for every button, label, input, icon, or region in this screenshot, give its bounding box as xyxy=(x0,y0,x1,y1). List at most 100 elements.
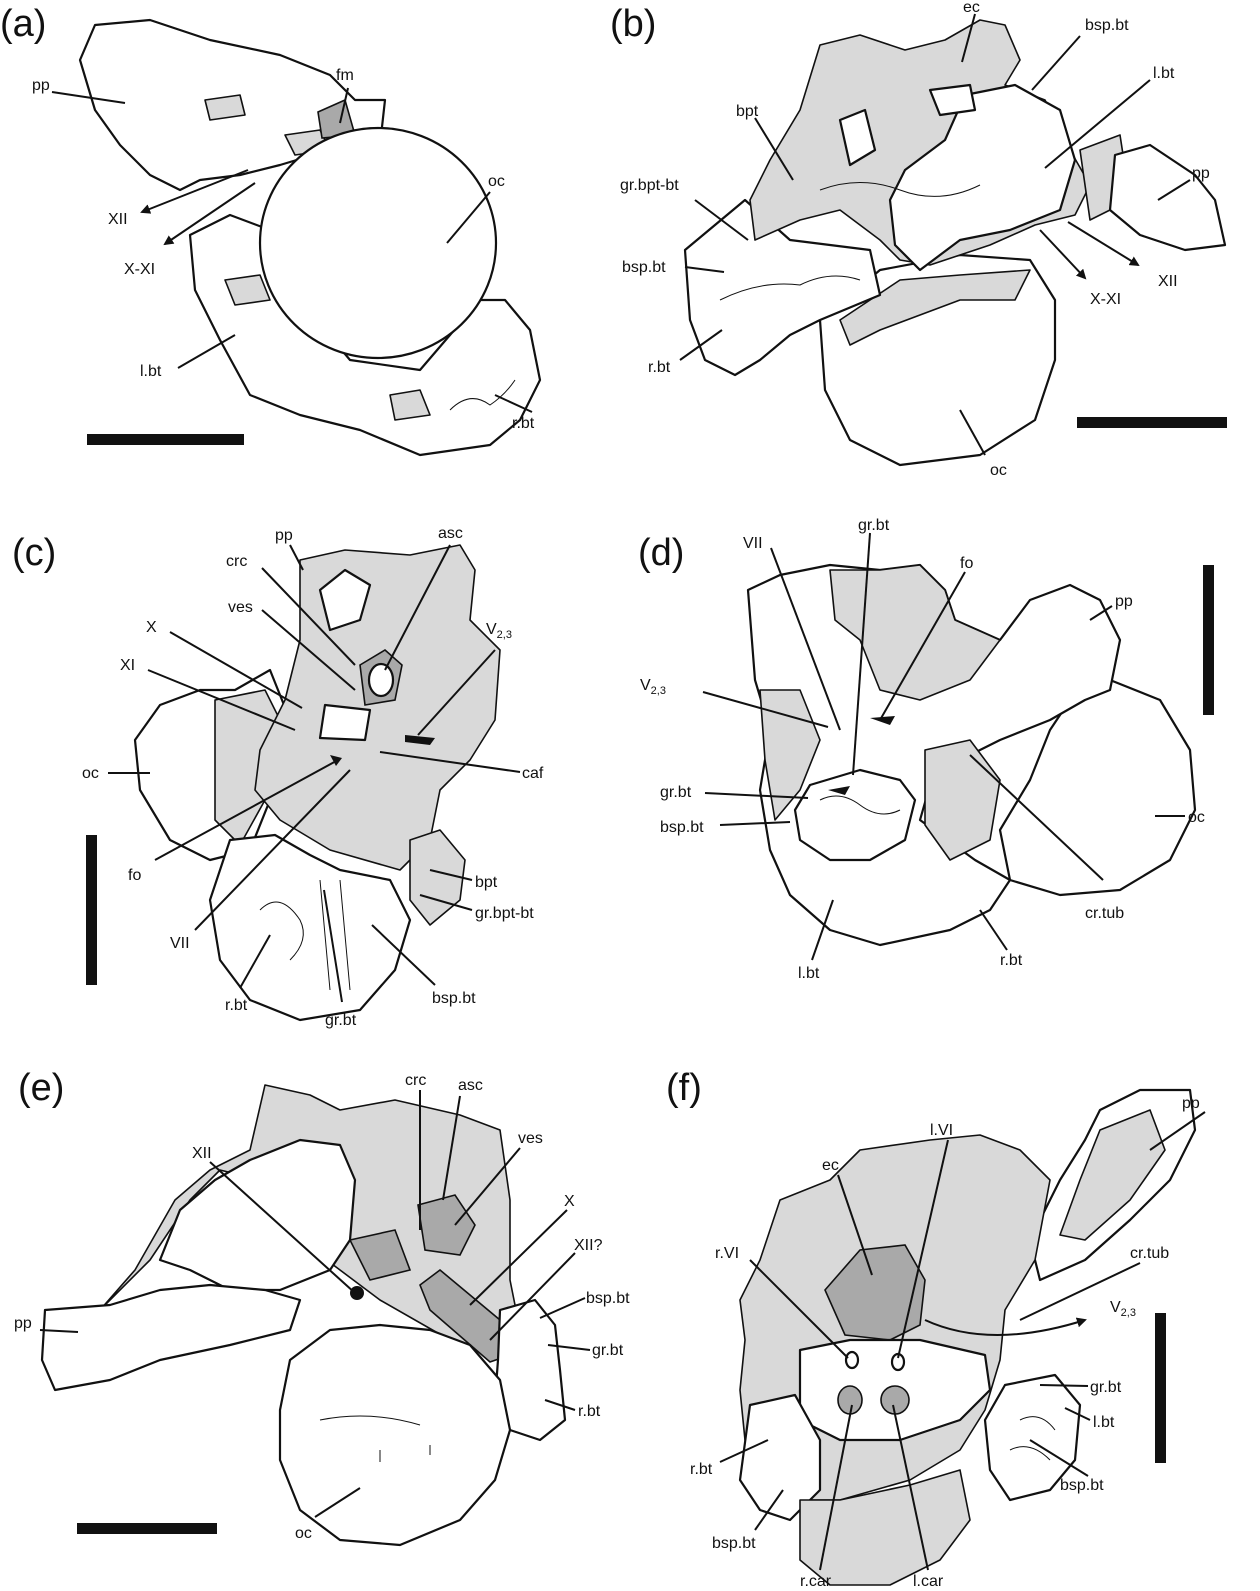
panel-f-surface-lines xyxy=(1009,1416,1056,1461)
panel-a-occipital-condyle xyxy=(258,126,498,360)
panel-e-leader-gr-bt xyxy=(547,1344,591,1351)
panel-c-leader-V23 xyxy=(417,649,496,736)
panel-d-label-V-main: V xyxy=(640,677,651,694)
panel-e-label-oc: oc xyxy=(295,1525,312,1542)
panel-d-label-bsp-bt: bsp.bt xyxy=(660,819,704,836)
panel-f-r-carotid-foramen xyxy=(837,1385,863,1415)
panel-b-label-gr-bpt-bt: gr.bpt-bt xyxy=(620,177,679,194)
panel-c-basal-tubera xyxy=(208,833,412,1022)
panel-e-inner-surface xyxy=(158,1138,357,1292)
panel-a-arrow-X-XI xyxy=(163,182,256,246)
panel-b-letter: (b) xyxy=(610,3,656,45)
panel-b-label-bpt: bpt xyxy=(736,103,759,120)
panel-e-leader-oc xyxy=(314,1487,361,1518)
panel-e-label-XII: XII xyxy=(192,1145,212,1162)
panel-a-letter: (a) xyxy=(0,3,46,45)
panel-f-label-bsp-bt-left: bsp.bt xyxy=(712,1535,756,1552)
panel-c-semicircular-canal xyxy=(367,662,395,698)
panel-e-surface-lines xyxy=(319,1415,431,1462)
panel-f-label-r-VI: r.VI xyxy=(715,1245,739,1262)
panel-c-trigeminal-foramen xyxy=(405,735,435,745)
panel-f: (f) pp l.VI e xyxy=(666,1067,1206,1590)
panel-c-leader-crc xyxy=(261,567,356,666)
panel-b-label-pp: pp xyxy=(1192,165,1210,182)
panel-b-shaded-region xyxy=(839,269,1031,346)
panel-a: (a) pp fm oc XII X-XI l.bt r.bt xyxy=(0,3,542,457)
panel-c-leader-VII xyxy=(194,769,351,931)
panel-e-leader-XII xyxy=(209,1161,356,1294)
panel-f-scale-bar xyxy=(1155,1313,1166,1463)
panel-c-leader-XI xyxy=(147,669,296,731)
panel-d-leader-gr-bt-top xyxy=(852,532,871,776)
panel-c-leader-caf xyxy=(379,751,521,773)
panel-e: (e) crc asc XII ves X XII? bsp.bt xyxy=(14,1067,630,1547)
panel-c-label-caf: caf xyxy=(522,765,544,782)
panel-c-leader-gr-bpt-bt xyxy=(419,894,473,911)
panel-e-occipital-condyle xyxy=(278,1323,512,1547)
panel-b-label-X-XI: X-XI xyxy=(1090,291,1121,308)
panel-d-basisphenoid-tuber xyxy=(793,768,917,862)
panel-f-leader-r-car xyxy=(819,1404,853,1571)
panel-b-leader-bsp-bt-top xyxy=(1031,35,1081,91)
panel-a-scale-bar xyxy=(87,434,244,445)
panel-d-label-gr-bt-top: gr.bt xyxy=(858,517,890,534)
panel-c-letter: (c) xyxy=(12,532,56,574)
panel-f-label-gr-bt: gr.bt xyxy=(1090,1379,1122,1396)
panel-d-label-V: V2,3 xyxy=(640,677,666,697)
panel-b-arrow-X-XI xyxy=(1039,229,1087,280)
panel-c-leader-gr-bt xyxy=(323,889,343,1003)
panel-a-surface-lines xyxy=(449,379,516,411)
panel-b-label-bsp-bt: bsp.bt xyxy=(622,259,666,276)
panel-b-label-oc: oc xyxy=(990,462,1007,479)
panel-d-label-VII: VII xyxy=(743,535,763,552)
panel-e-leader-bsp-bt xyxy=(539,1297,586,1319)
panel-b-leader-ec xyxy=(961,13,976,63)
panel-f-leader-bsp-bt-left xyxy=(754,1489,784,1531)
panel-b-leader-l-bt xyxy=(1044,79,1151,169)
panel-b-surface-lines xyxy=(719,275,861,301)
panel-d-leader-bsp-bt xyxy=(719,821,791,826)
panel-f-leader-bsp-bt-right xyxy=(1029,1439,1089,1477)
panel-a-label-l-bt: l.bt xyxy=(140,363,162,380)
panel-f-label-r-bt: r.bt xyxy=(690,1461,713,1478)
panel-b-basal-tuber-left xyxy=(888,83,1077,272)
panel-b-basisphenoid-tuber xyxy=(683,198,882,377)
panel-c-scale-bar xyxy=(86,835,97,985)
panel-b-label-bsp-bt-top: bsp.bt xyxy=(1085,17,1129,34)
panel-e-leader-X xyxy=(469,1209,568,1306)
panel-f-letter: (f) xyxy=(666,1067,702,1109)
panel-c-label-bsp-bt: bsp.bt xyxy=(432,990,476,1007)
panel-d-label-cr-tub: cr.tub xyxy=(1085,905,1124,922)
panel-e-label-bsp-bt: bsp.bt xyxy=(586,1290,630,1307)
panel-c-label-gr-bt: gr.bt xyxy=(325,1012,357,1029)
panel-c-label-gr-bpt-bt: gr.bpt-bt xyxy=(475,905,534,922)
panel-d-leader-fo xyxy=(879,571,966,721)
panel-c-leader-pp xyxy=(289,544,304,571)
panel-e-label-XII-q: XII? xyxy=(574,1237,603,1254)
panel-f-label-l-VI: l.VI xyxy=(930,1122,953,1139)
panel-d-leader-cr-tub xyxy=(969,754,1104,881)
panel-f-leader-r-VI xyxy=(749,1259,849,1359)
panel-c-main-body xyxy=(254,544,501,871)
panel-d-shaded-region xyxy=(759,689,821,821)
panel-d-leader-r-bt xyxy=(979,909,1008,951)
panel-a-label-pp: pp xyxy=(32,77,50,94)
panel-b-arrow-XII xyxy=(1067,221,1140,267)
panel-b-leader-gr-bpt-bt xyxy=(694,199,749,241)
panel-c-label-bpt: bpt xyxy=(475,874,498,891)
panel-f-label-V-main: V xyxy=(1110,1299,1121,1316)
panel-c-leader-ves xyxy=(261,609,356,691)
panel-b-scale-bar xyxy=(1077,417,1227,428)
panel-f-leader-gr-bt xyxy=(1039,1384,1089,1387)
panel-b-basipterygoid xyxy=(838,108,877,167)
panel-d-occipital-condyle xyxy=(998,678,1197,897)
panel-f-shaded-region xyxy=(1059,1109,1166,1241)
panel-e-leader-pp xyxy=(39,1329,79,1333)
panel-d-surface-lines xyxy=(819,795,901,815)
panel-c-label-V: V2,3 xyxy=(486,621,512,641)
panel-f-leader-cr-tub xyxy=(1019,1262,1141,1321)
panel-c-leader-asc xyxy=(384,544,451,671)
panel-f-label-l-bt: l.bt xyxy=(1093,1414,1115,1431)
panel-c-label-VII: VII xyxy=(170,935,190,952)
panel-c-leader-r-bt xyxy=(239,934,271,989)
